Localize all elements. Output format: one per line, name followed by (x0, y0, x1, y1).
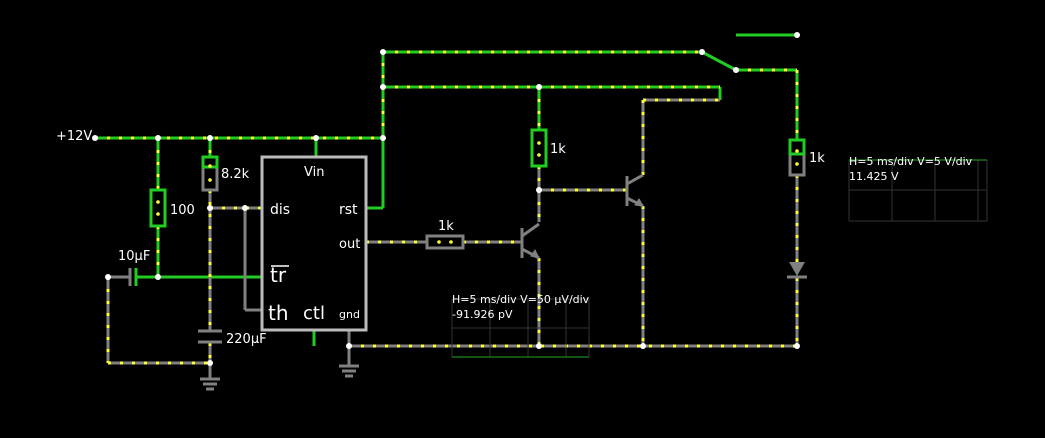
switch-blade[interactable] (701, 50, 737, 72)
scope-2-reading: 11.425 V (849, 170, 899, 183)
ic-pin-out: out (339, 237, 361, 252)
c1-label: 10µF (118, 249, 151, 264)
ic-pin-rst: rst (339, 202, 358, 218)
capacitor-c1[interactable] (128, 268, 138, 286)
ic-pin-tr: tr (270, 263, 287, 287)
transistor-q2[interactable] (625, 173, 644, 208)
resistor-r4[interactable] (425, 234, 465, 250)
supply-label: +12V (56, 129, 93, 144)
resistor-r5[interactable] (788, 138, 806, 177)
scope-1-settings: H=5 ms/div V=50 µV/div (452, 293, 590, 306)
resistor-r2[interactable] (201, 155, 219, 192)
ic-pin-vin: Vin (304, 165, 325, 180)
led-diode[interactable] (787, 262, 807, 279)
resistor-r1[interactable] (149, 188, 167, 228)
resistor-r3[interactable] (530, 128, 548, 168)
ic-pin-dis: dis (270, 202, 291, 218)
ic-pin-th: th (268, 301, 289, 325)
scope-1-reading: -91.926 pV (452, 308, 513, 321)
ic-pin-ctl: ctl (303, 303, 325, 324)
ic-pin-gnd: gnd (339, 308, 360, 321)
ic-555-timer[interactable] (260, 155, 368, 332)
r3-label: 1k (550, 142, 566, 157)
scope-2-settings: H=5 ms/div V=5 V/div (849, 155, 973, 168)
ground-symbol-1 (200, 377, 220, 391)
current-dots (95, 50, 799, 365)
capacitor-c2[interactable] (198, 329, 222, 344)
scope-2-grid[interactable] (848, 159, 988, 222)
c2-label: 220µF (226, 332, 267, 347)
r5-label: 1k (809, 151, 825, 166)
ground-symbol-2 (339, 364, 359, 378)
r4-label: 1k (438, 219, 454, 234)
r1-label: 100 (170, 203, 195, 218)
transistor-q1[interactable] (520, 222, 540, 260)
junction-nodes (92, 32, 800, 366)
r2-label: 8.2k (221, 167, 250, 182)
scope-1-grid[interactable] (451, 298, 590, 358)
green-wires[interactable] (95, 33, 799, 346)
